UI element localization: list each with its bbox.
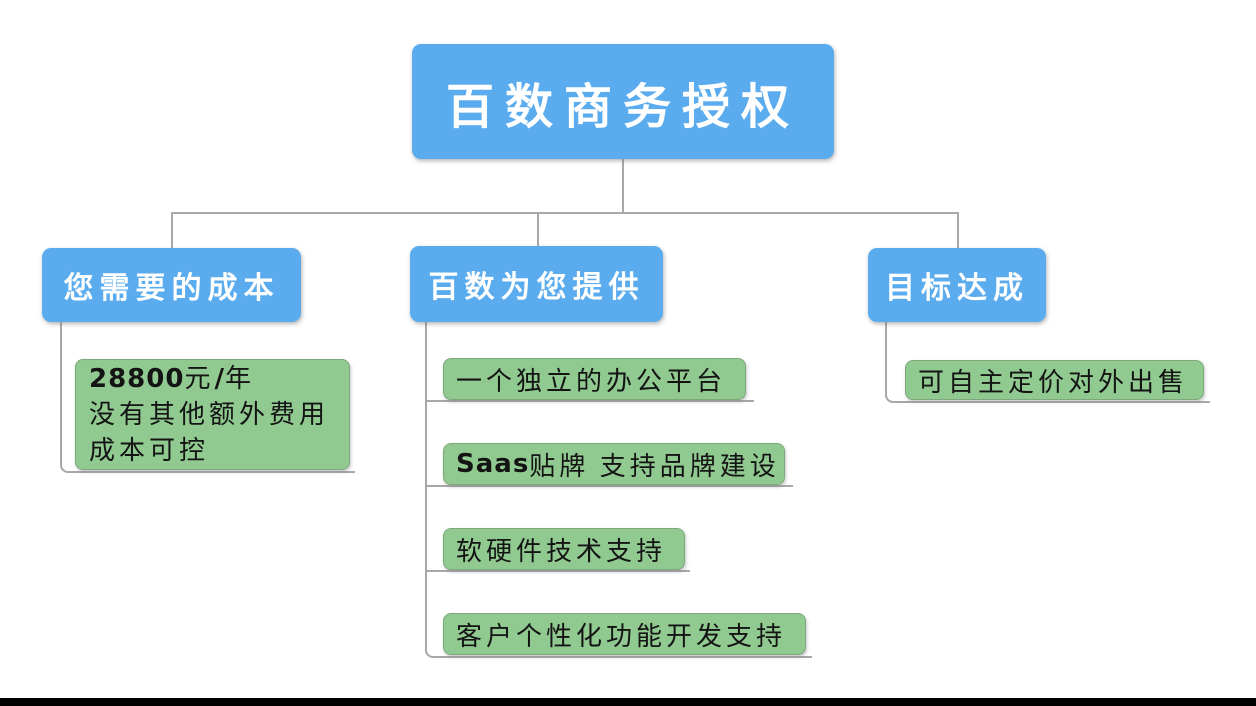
cost-amount-line: 28800元/年: [89, 361, 255, 397]
cost-currency: 元: [184, 363, 215, 393]
node-provide: 百数为您提供: [410, 246, 663, 322]
leaf-saas-bold: Saas: [456, 449, 530, 479]
leaf-custom-dev-label: 客户个性化功能开发支持: [456, 621, 787, 651]
connector-provide-trunk: [425, 322, 812, 658]
connector-goal-trunk: [885, 322, 1210, 403]
connector-underline-platform: [425, 400, 754, 402]
leaf-cost-detail: 28800元/年 没有其他额外费用 成本可控: [75, 359, 350, 470]
connector-cost-trunk: [60, 322, 355, 473]
connector-branch-rail: [171, 212, 959, 214]
leaf-tech-support-label: 软硬件技术支持: [456, 536, 667, 566]
cost-line2: 没有其他额外费用: [89, 399, 330, 429]
connector-drop-provide: [537, 212, 539, 246]
node-goal: 目标达成: [868, 248, 1046, 322]
leaf-custom-dev: 客户个性化功能开发支持: [443, 613, 806, 655]
leaf-platform: 一个独立的办公平台: [443, 358, 746, 400]
leaf-platform-label: 一个独立的办公平台: [456, 366, 727, 396]
connector-drop-cost: [171, 212, 173, 248]
connector-drop-goal: [957, 212, 959, 248]
connector-underline-saas: [425, 485, 793, 487]
node-cost: 您需要的成本: [42, 248, 301, 322]
node-root-label: 百数商务授权: [445, 80, 800, 134]
cost-line3: 成本可控: [89, 435, 210, 465]
leaf-saas-rest: 贴牌 支持品牌建设: [529, 451, 780, 481]
cost-per: 年: [224, 363, 255, 393]
connector-underline-tech: [425, 570, 690, 572]
node-cost-label: 您需要的成本: [63, 272, 280, 305]
leaf-resale-label: 可自主定价对外出售: [918, 367, 1189, 397]
leaf-resale: 可自主定价对外出售: [905, 360, 1204, 400]
node-root: 百数商务授权: [412, 44, 834, 159]
leaf-tech-support: 软硬件技术支持: [443, 528, 685, 570]
cost-slash: /: [214, 363, 225, 394]
bottom-bar: [0, 698, 1256, 706]
connector-root-stem: [622, 159, 624, 212]
node-goal-label: 目标达成: [885, 272, 1029, 305]
node-provide-label: 百数为您提供: [428, 271, 645, 304]
cost-amount: 28800: [89, 363, 185, 394]
